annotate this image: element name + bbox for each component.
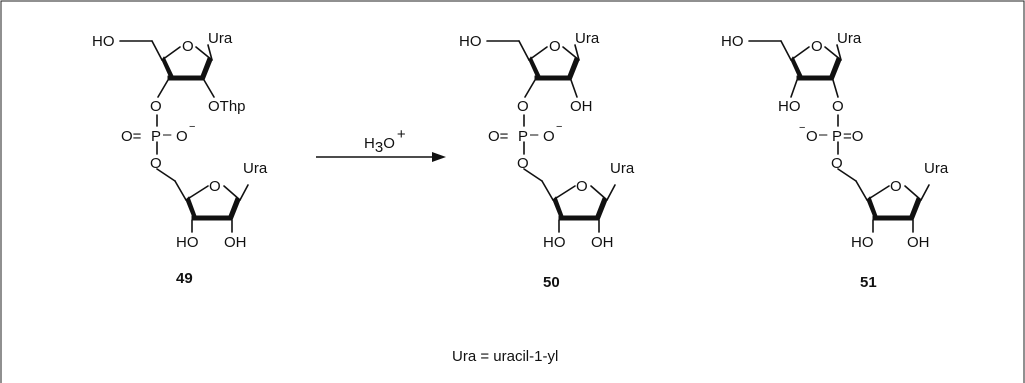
base-label: Ura (837, 30, 862, 47)
p-bond-dash: – (163, 126, 172, 143)
anionic-oxygen-label: O (806, 128, 818, 145)
ring-oxygen-label: O (811, 38, 823, 55)
reaction-arrow (316, 152, 446, 162)
phosphate-group (523, 114, 543, 182)
ring-oxygen-label: O (890, 178, 902, 195)
base-label: Ura (610, 160, 635, 177)
base-label: Ura (243, 160, 268, 177)
phosphorus-label: P (518, 128, 528, 145)
p-bond-dash: – (819, 126, 828, 143)
phosphoryl-oxygen-label: O= (121, 128, 142, 145)
base-label: Ura (924, 160, 949, 177)
o2-label: O (832, 98, 844, 115)
phosphate-group (156, 114, 176, 182)
oh2-label: OH (224, 234, 247, 251)
negative-charge: − (556, 121, 562, 133)
anionic-oxygen-label: O (543, 128, 555, 145)
o3-label: O (150, 98, 162, 115)
phosphoryl-oxygen-label: =O (843, 128, 863, 145)
arrow-head (432, 152, 446, 162)
o5-label: O (517, 155, 529, 172)
ring-oxygen-label: O (576, 178, 588, 195)
o5-label: O (831, 155, 843, 172)
o5-label: O (150, 155, 162, 172)
base-label: Ura (208, 30, 233, 47)
footnote: Ura = uracil-1-yl (452, 348, 558, 365)
upper-ribose (748, 40, 842, 98)
compound-51: HO O Ura HO O − O – P =O O O Ura HO OH (721, 30, 949, 291)
ring-oxygen-label: O (182, 38, 194, 55)
lower-ribose (855, 180, 930, 233)
phosphorus-label: P (832, 128, 842, 145)
compound-50: HO O Ura O OH O= P – O − O O Ura HO OH (459, 30, 635, 291)
ho5-label: HO (721, 33, 744, 50)
o2-label: OThp (208, 98, 246, 115)
negative-charge: − (799, 122, 805, 134)
lower-ribose (174, 180, 249, 233)
ho5-label: HO (92, 33, 115, 50)
o3-label: O (517, 98, 529, 115)
ring-oxygen-label: O (209, 178, 221, 195)
phosphorus-label: P (151, 128, 161, 145)
compound-49: HO O Ura O OThp O= P – O − O O Ura (92, 30, 268, 287)
oh2-label: OH (591, 234, 614, 251)
phosphate-group (837, 114, 857, 182)
upper-ribose (119, 40, 215, 98)
o2-label: OH (570, 98, 593, 115)
ho3-label: HO (778, 98, 801, 115)
lower-ribose (541, 180, 616, 233)
compound-number: 51 (860, 274, 877, 291)
ho3-label: HO (851, 234, 874, 251)
upper-ribose (486, 40, 580, 98)
anionic-oxygen-label: O (176, 128, 188, 145)
ring-oxygen-label: O (549, 38, 561, 55)
ho5-label: HO (459, 33, 482, 50)
ho3-label: HO (176, 234, 199, 251)
oh2-label: OH (907, 234, 930, 251)
negative-charge: − (189, 121, 195, 133)
ho3-label: HO (543, 234, 566, 251)
p-bond-dash: – (530, 126, 539, 143)
phosphoryl-oxygen-label: O= (488, 128, 509, 145)
compound-number: 49 (176, 270, 193, 287)
compound-number: 50 (543, 274, 560, 291)
reagent-label: H3O+ (364, 126, 406, 156)
base-label: Ura (575, 30, 600, 47)
